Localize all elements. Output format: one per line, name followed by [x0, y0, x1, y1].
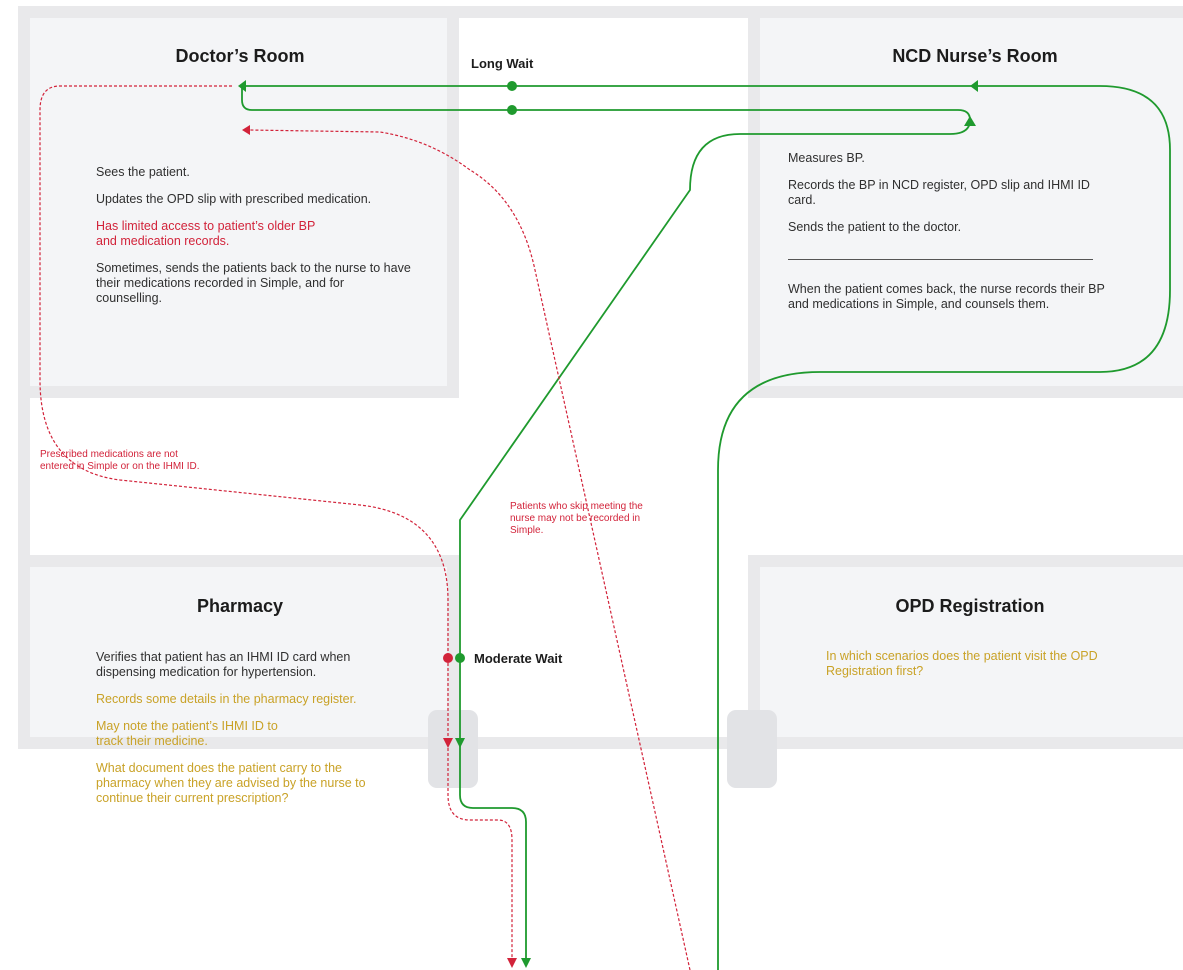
nurse-divider	[788, 259, 1093, 260]
nurse-line-3: Sends the patient to the doctor.	[788, 220, 962, 234]
green-arrow-pharmacy	[455, 738, 465, 748]
prescribed-note: Prescribed medications are not entered i…	[40, 449, 200, 472]
nurses-room-title: NCD Nurse’s Room	[892, 46, 1058, 66]
pharmacy-text: Verifies that patient has an IHMI ID car…	[96, 650, 396, 818]
doctor-line-2: Updates the OPD slip with prescribed med…	[96, 192, 372, 206]
moderate-wait-dot-red	[443, 653, 453, 663]
green-arrow-into-nurse	[970, 80, 978, 92]
red-arrow-into-doctor	[242, 125, 250, 135]
red-arrow-pharmacy	[443, 738, 453, 748]
skip-nurse-note: Patients who skip meeting the nurse may …	[510, 501, 643, 536]
long-wait-label: Long Wait	[471, 56, 534, 71]
doctors-room	[30, 18, 447, 386]
red-arrow-exit	[507, 958, 517, 968]
moderate-wait-dot-green	[455, 653, 465, 663]
opd-registration-room	[760, 567, 1183, 737]
wall-opd-left	[748, 555, 760, 749]
opd-registration-text: In which scenarios does the patient visi…	[826, 649, 1106, 691]
pharmacy-door	[428, 710, 478, 788]
green-arrow-into-doctor	[238, 80, 246, 92]
nurses-room-text: Measures BP. Records the BP in NCD regis…	[788, 151, 1118, 324]
wall-pharmacy-right	[447, 555, 459, 749]
wall-pharmacy-top	[18, 555, 459, 567]
pharmacy-line-3: May note the patient’s IHMI ID to track …	[96, 719, 278, 748]
opd-door	[727, 710, 777, 788]
moderate-wait-label: Moderate Wait	[474, 651, 563, 666]
wall-nurse-bottom	[748, 386, 1183, 398]
wall-doctor-right	[447, 6, 459, 398]
doctors-room-text: Sees the patient. Updates the OPD slip w…	[96, 165, 426, 318]
long-wait-dot-2	[507, 105, 517, 115]
doctor-line-4: Sometimes, sends the patients back to th…	[96, 261, 411, 305]
red-path-skip-nurse	[247, 129, 691, 970]
nurse-line-4: When the patient comes back, the nurse r…	[788, 282, 1105, 311]
nurse-line-2: Records the BP in NCD register, OPD slip…	[788, 178, 1090, 207]
opd-line-1: In which scenarios does the patient visi…	[826, 649, 1098, 678]
red-path-doctor-to-pharmacy	[39, 85, 513, 965]
wall-top	[18, 6, 1183, 18]
wall-opd-top	[748, 555, 1183, 567]
green-path-nurse-to-doctor	[717, 85, 1171, 970]
pharmacy-title: Pharmacy	[196, 596, 284, 616]
wall-nurse-left	[748, 6, 760, 398]
doctor-line-3: Has limited access to patient’s older BP…	[96, 219, 316, 248]
opd-registration-title: OPD Registration	[895, 596, 1045, 616]
nurse-line-1: Measures BP.	[788, 151, 865, 165]
green-arrow-up-nurse	[964, 116, 976, 126]
pharmacy-line-1: Verifies that patient has an IHMI ID car…	[96, 650, 351, 679]
doctors-room-title: Doctor’s Room	[175, 46, 305, 66]
wall-bottom	[18, 737, 1183, 749]
doctor-line-1: Sees the patient.	[96, 165, 190, 179]
pharmacy-line-2: Records some details in the pharmacy reg…	[96, 692, 357, 706]
long-wait-dot-1	[507, 81, 517, 91]
pharmacy-line-4: What document does the patient carry to …	[96, 761, 366, 805]
pharmacy-room	[30, 567, 447, 737]
green-arrow-exit	[521, 958, 531, 968]
wall-doctor-bottom	[18, 386, 459, 398]
green-path-doctor-to-nurse	[241, 88, 971, 965]
nurses-room	[760, 18, 1183, 386]
